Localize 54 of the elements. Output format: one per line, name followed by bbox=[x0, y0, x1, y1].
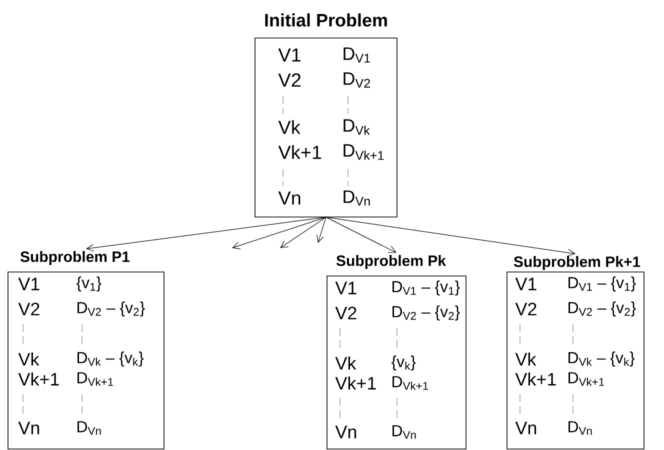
domain-label: D$_{Vk+1}$ bbox=[568, 372, 604, 386]
box-title: Subproblem Pk+1 bbox=[514, 256, 640, 270]
domain-label: D$_{Vn}$ bbox=[78, 421, 101, 435]
variable-label: V2 bbox=[335, 306, 356, 320]
problem-box bbox=[506, 256, 644, 450]
variable-label: Vk+1 bbox=[335, 376, 376, 390]
variable-label: Vk bbox=[335, 356, 356, 370]
domain-label: D$_{Vk}$ – {v$_{k}$} bbox=[78, 352, 144, 366]
arrow bbox=[232, 216, 326, 250]
variable-label: Vk bbox=[278, 120, 300, 134]
domain-label: D$_{V1}$ – {v$_{1}$} bbox=[392, 280, 460, 296]
domain-label: D$_{Vn}$ bbox=[568, 421, 592, 435]
variable-label: V1 bbox=[335, 282, 356, 294]
variable-label: Vk bbox=[515, 352, 536, 366]
problem-box bbox=[326, 255, 466, 450]
domain-label: D$_{V2}$ – {v$_{2}$} bbox=[392, 306, 460, 320]
domain-label: D$_{Vn}$ bbox=[344, 190, 370, 206]
domain-label: D$_{Vk+1}$ bbox=[392, 376, 428, 390]
variable-label: V2 bbox=[515, 302, 536, 316]
domain-label: D$_{V1}$ – {v$_{1}$} bbox=[568, 276, 636, 292]
domain-label: D$_{V1}$ bbox=[344, 47, 370, 63]
domain-label: D$_{V2}$ – {v$_{2}$} bbox=[568, 302, 636, 316]
variable-label: V2 bbox=[18, 302, 40, 316]
variable-label: Vk+1 bbox=[18, 372, 59, 386]
domain-label: D$_{Vk+1}$ bbox=[78, 372, 114, 386]
domain-label: D$_{V2}$ – {v$_{2}$} bbox=[78, 302, 145, 316]
variable-label: Vn bbox=[278, 191, 300, 205]
arrow bbox=[316, 216, 326, 243]
variable-label: Vn bbox=[335, 426, 356, 438]
box-title: Subproblem Pk bbox=[336, 255, 446, 269]
variable-label: Vk bbox=[18, 352, 40, 366]
domain-label: D$_{V2}$ bbox=[344, 72, 370, 88]
box-title: Initial Problem bbox=[265, 13, 387, 27]
domain-label: D$_{Vk}$ bbox=[344, 119, 370, 135]
variable-label: Vk+1 bbox=[515, 372, 556, 386]
domain-label: {v$_{k}$} bbox=[391, 356, 416, 370]
variable-label: Vk+1 bbox=[278, 145, 322, 159]
box-title: Subproblem P1 bbox=[20, 251, 130, 265]
arrow bbox=[326, 216, 576, 256]
domain-label: D$_{Vk+1}$ bbox=[344, 144, 384, 160]
arrow bbox=[86, 216, 326, 252]
arrow bbox=[280, 216, 326, 248]
variable-label: V1 bbox=[278, 48, 300, 62]
domain-label: D$_{Vn}$ bbox=[392, 425, 416, 439]
variable-label: V1 bbox=[18, 278, 40, 290]
problem-box bbox=[8, 251, 164, 450]
domain-label: {v$_{1}$} bbox=[76, 276, 102, 292]
variable-label: Vn bbox=[18, 422, 40, 434]
domain-label: D$_{Vk}$ – {v$_{k}$} bbox=[568, 352, 635, 366]
arrow bbox=[326, 216, 396, 253]
problem-box bbox=[254, 13, 398, 218]
variable-label: V2 bbox=[278, 73, 300, 87]
variable-label: V1 bbox=[515, 278, 536, 290]
variable-label: Vn bbox=[515, 422, 536, 434]
